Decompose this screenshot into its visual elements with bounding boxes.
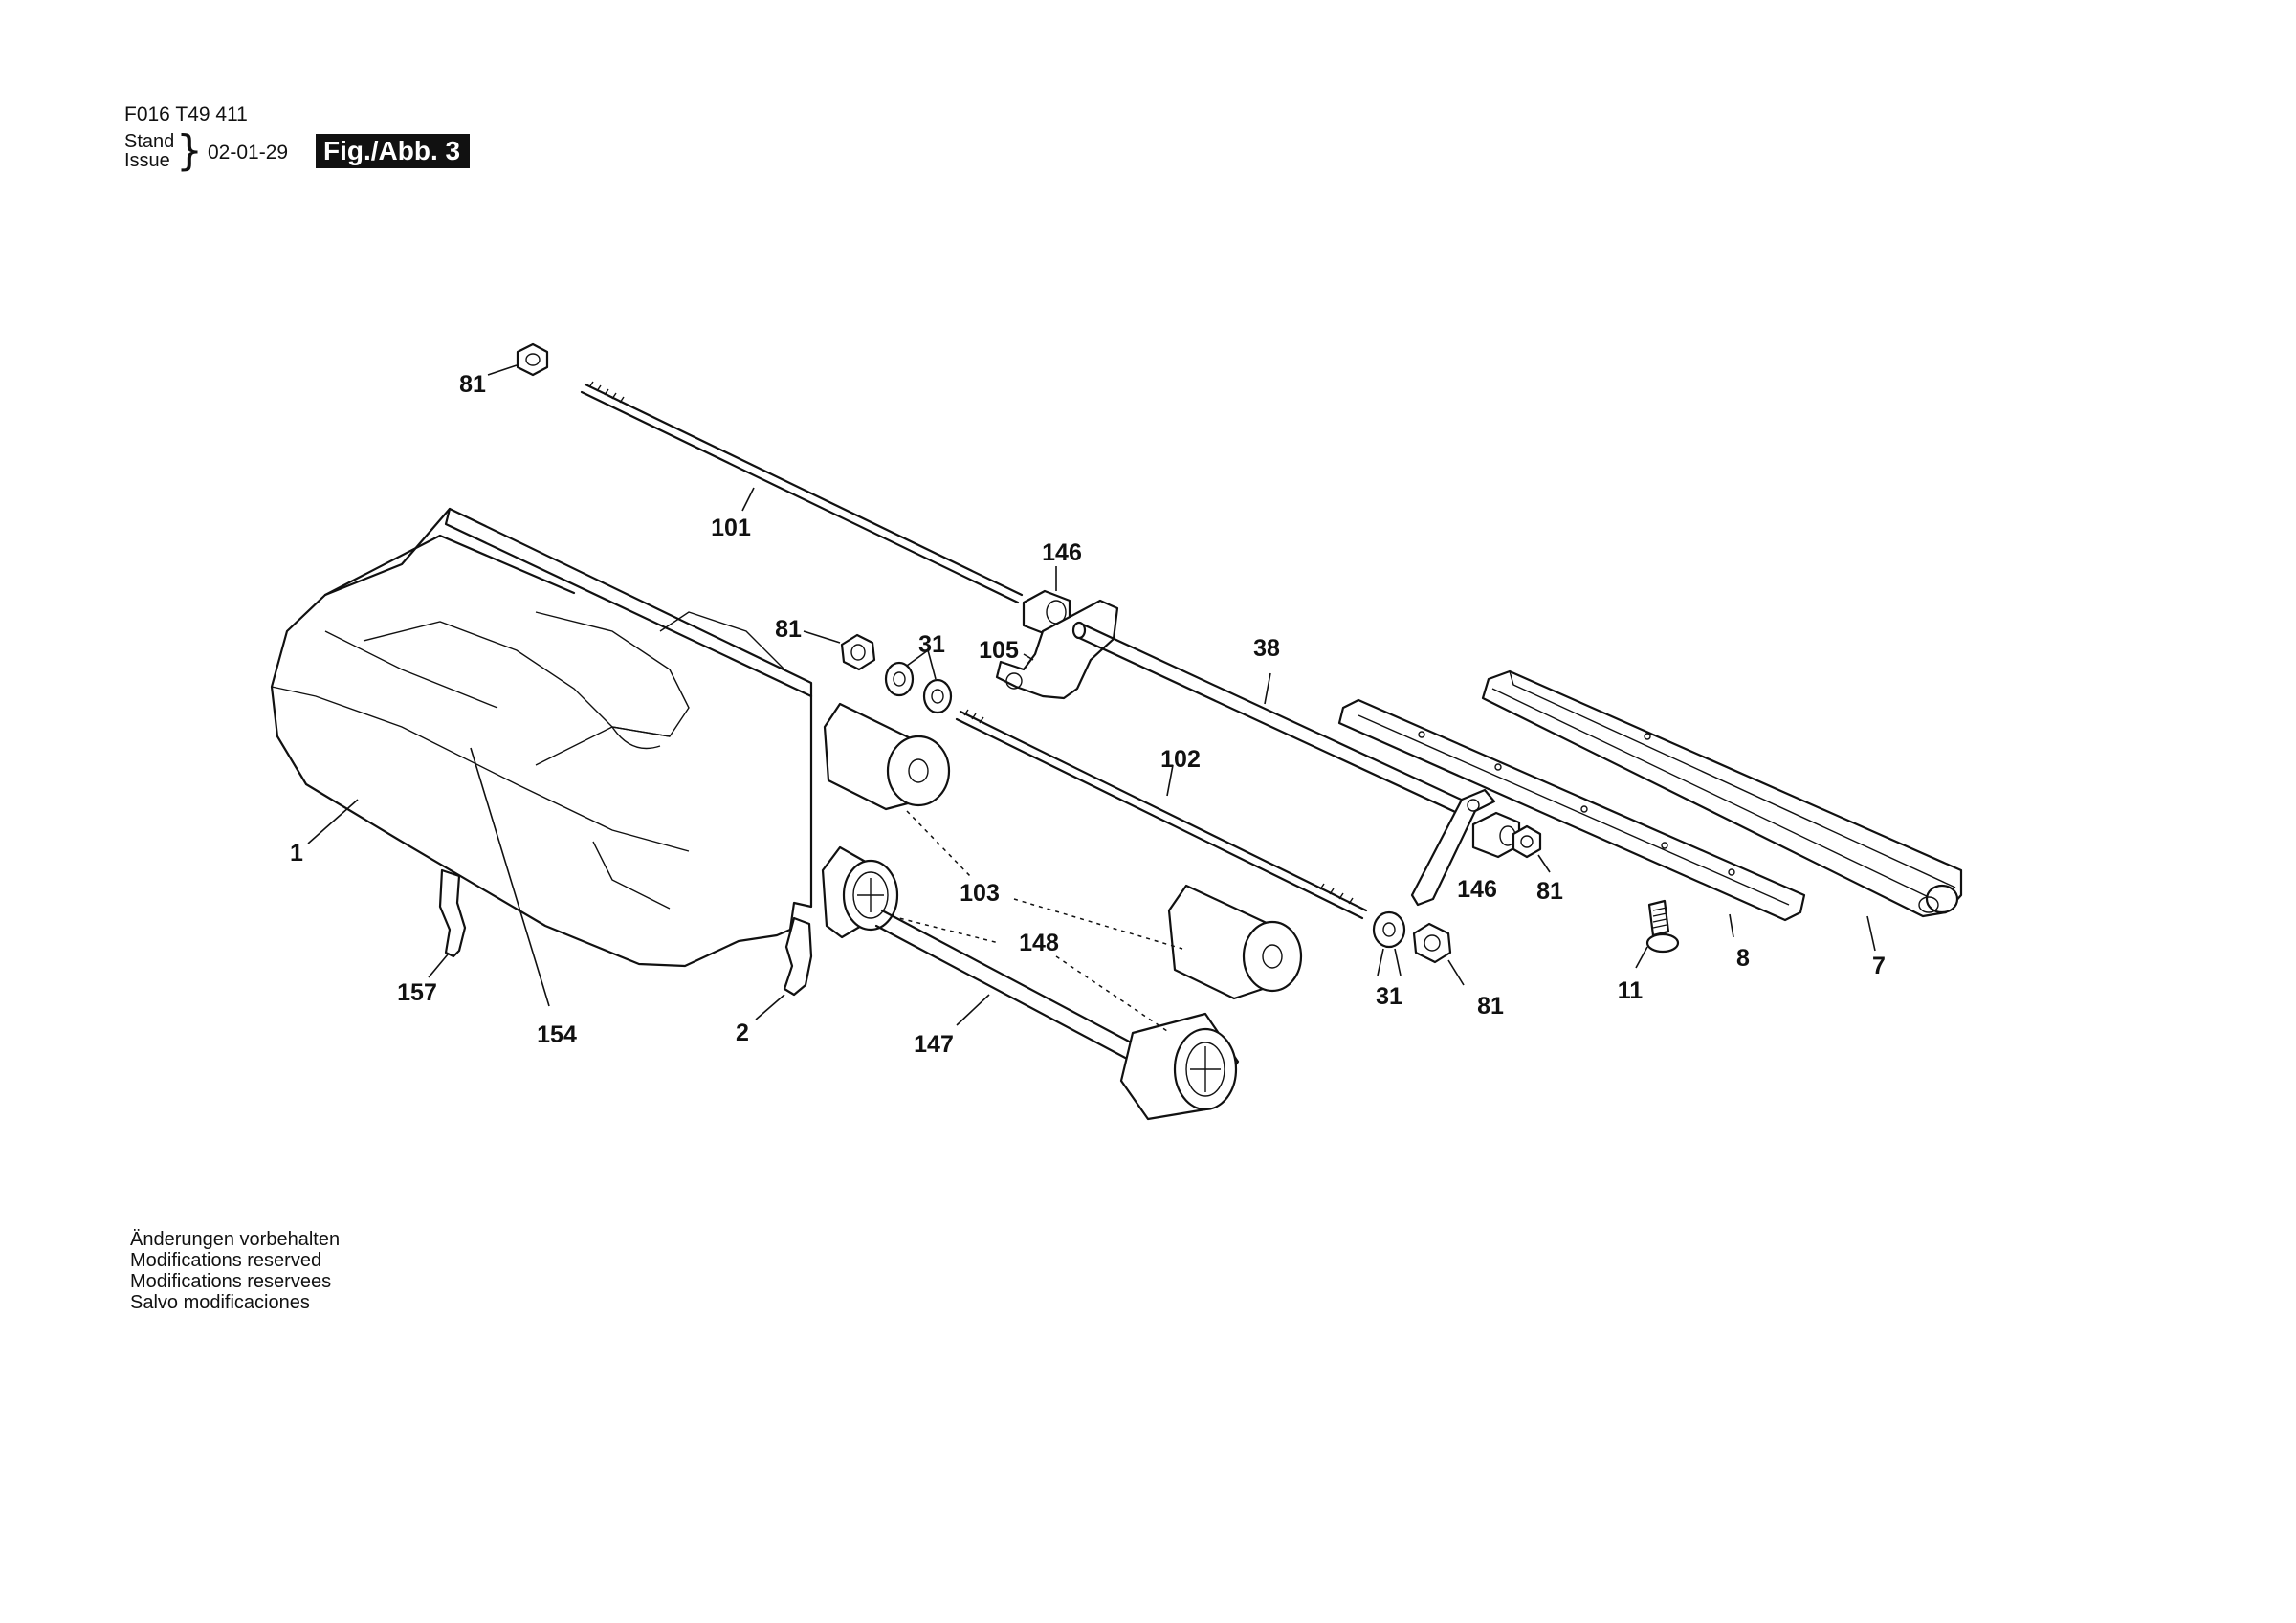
- label-154: 154: [537, 1021, 577, 1048]
- leader-1: [307, 799, 359, 844]
- stand-issue-label: Stand Issue: [124, 132, 174, 170]
- leader-154: [470, 747, 550, 1007]
- label-11: 11: [1618, 977, 1644, 1004]
- label-81-right: 81: [1536, 878, 1563, 905]
- figure-label: Fig./Abb. 3: [316, 134, 471, 168]
- nut-81-right: [1512, 824, 1551, 873]
- issue-label: Issue: [124, 150, 170, 171]
- label-81-top: 81: [459, 371, 486, 398]
- label-157: 157: [397, 979, 437, 1006]
- modifications-notice: Änderungen vorbehalten Modifications res…: [130, 1229, 340, 1313]
- label-105: 105: [979, 637, 1019, 664]
- label-101: 101: [711, 515, 751, 541]
- notice-line-de: Änderungen vorbehalten: [130, 1229, 341, 1250]
- label-81-bottom: 81: [1477, 993, 1504, 1020]
- shaft-38: [1071, 621, 1471, 819]
- label-8: 8: [1736, 945, 1750, 972]
- stand-label: Stand: [124, 131, 175, 152]
- leader-81-top: [487, 364, 518, 376]
- label-7: 7: [1872, 953, 1886, 979]
- rod-101: [580, 381, 1024, 604]
- profile-7: [1481, 669, 1963, 952]
- blade-8: [1337, 698, 1806, 938]
- label-146-right: 146: [1457, 876, 1497, 903]
- issue-date: 02-01-29: [208, 142, 289, 164]
- lever-38-end: [1410, 788, 1496, 907]
- label-31-top: 31: [918, 631, 945, 658]
- leader-101: [741, 487, 755, 512]
- nut-81-bottom: [1412, 922, 1465, 986]
- roller-103-lower-left: [821, 845, 899, 939]
- washer-31-bottom: [1372, 910, 1406, 976]
- label-38: 38: [1253, 635, 1280, 662]
- roller-103-upper: [823, 702, 951, 811]
- document-number: F016 T49 411: [124, 103, 248, 125]
- notice-line-es: Salvo modificaciones: [130, 1292, 310, 1313]
- rod-102: [955, 709, 1368, 920]
- brace-glyph: }: [176, 126, 203, 175]
- label-147: 147: [914, 1031, 954, 1058]
- label-103: 103: [960, 880, 1000, 907]
- bush-146-right: [1471, 811, 1521, 859]
- collector-housing-1: [270, 507, 813, 968]
- label-31-bottom: 31: [1376, 983, 1402, 1010]
- screw-11: [1635, 899, 1680, 969]
- label-146-top: 146: [1042, 539, 1082, 566]
- bracket-105: [995, 599, 1119, 700]
- roller-148: [1119, 1012, 1240, 1121]
- hook-2: [755, 916, 813, 1020]
- notice-line-en: Modifications reserved: [130, 1250, 322, 1271]
- label-81-mid: 81: [775, 616, 802, 643]
- label-102: 102: [1160, 746, 1201, 773]
- nut-81-mid: [803, 630, 876, 671]
- hook-157: [428, 868, 467, 978]
- label-1: 1: [290, 840, 303, 866]
- notice-line-fr: Modifications reservees: [130, 1271, 332, 1292]
- label-2: 2: [736, 1020, 749, 1046]
- leaders-103-148: [891, 810, 1183, 1032]
- nut-81-top: [516, 342, 549, 377]
- roller-103-lower-right: [1167, 884, 1303, 1000]
- label-148: 148: [1019, 930, 1059, 956]
- axle-147: [874, 909, 1137, 1062]
- washers-31-top: [884, 649, 953, 714]
